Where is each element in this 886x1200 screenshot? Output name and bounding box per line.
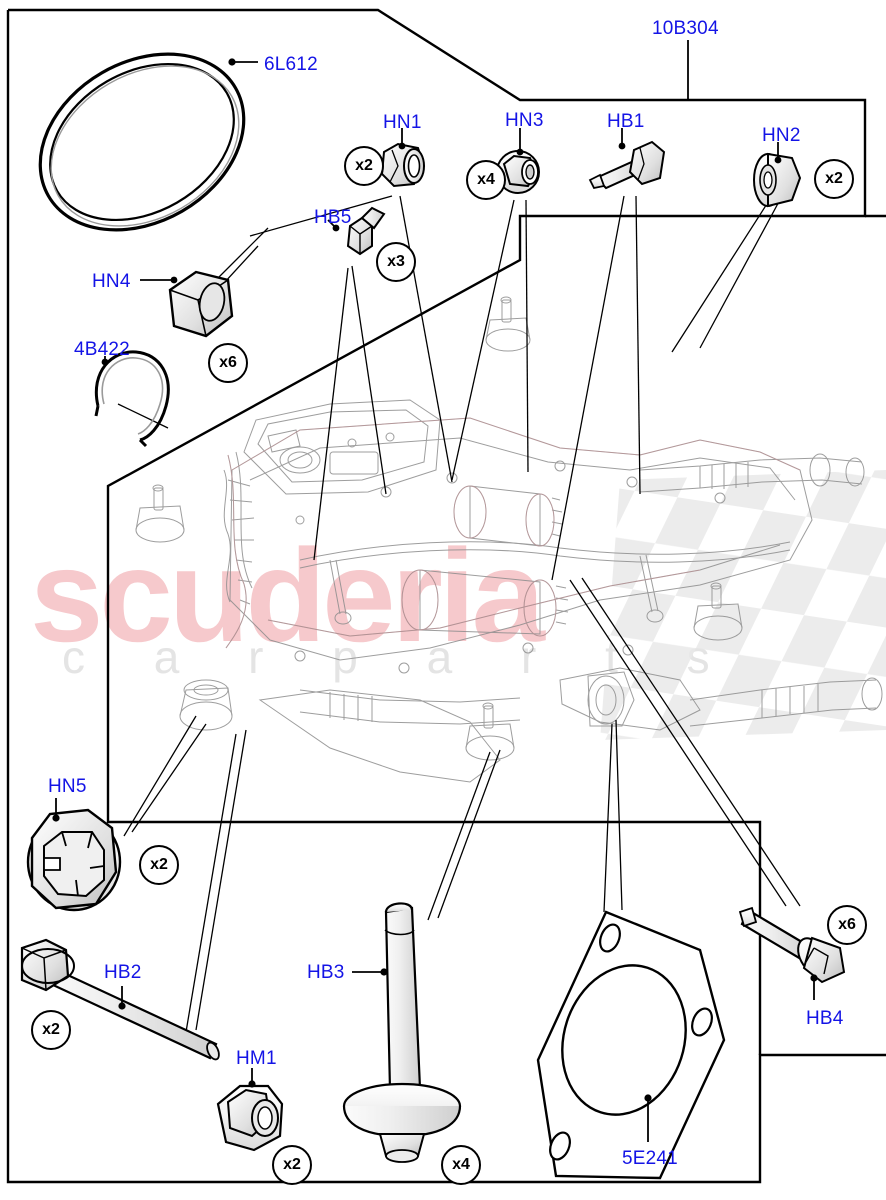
part-5E241-gasket[interactable] — [536, 910, 726, 1180]
qty-badge-HN1[interactable]: x2 — [344, 146, 384, 186]
part-4B422-retaining-clip[interactable] — [94, 350, 170, 448]
callout-frame — [6, 8, 886, 1184]
label-HB1[interactable]: HB1 — [607, 111, 645, 132]
label-4B422[interactable]: 4B422 — [74, 339, 130, 360]
qty-badge-HN3[interactable]: x4 — [466, 160, 506, 200]
qty-badge-HM1[interactable]: x2 — [272, 1145, 312, 1185]
part-HN5-castle-nut[interactable] — [26, 798, 122, 912]
part-6L612-oring[interactable] — [8, 19, 275, 266]
part-HN1-flange-nut[interactable] — [380, 128, 426, 188]
leader-lines — [117, 195, 801, 1033]
label-HN5[interactable]: HN5 — [48, 776, 87, 797]
subframe-assembly-ghost — [135, 296, 883, 783]
part-HN4-hex-nut[interactable] — [140, 270, 234, 338]
part-HB3-shoulder-stud[interactable] — [342, 902, 462, 1163]
part-HB5-hex-flange-bolt[interactable] — [327, 206, 386, 256]
label-6L612[interactable]: 6L612 — [264, 54, 318, 75]
label-HB5[interactable]: HB5 — [314, 207, 352, 228]
part-HN2-collar-nut[interactable] — [753, 142, 802, 208]
label-HN4[interactable]: HN4 — [92, 271, 131, 292]
qty-badge-HN4[interactable]: x6 — [208, 343, 248, 383]
label-HB2[interactable]: HB2 — [104, 962, 142, 983]
label-HN1[interactable]: HN1 — [383, 112, 422, 133]
qty-badge-HN5[interactable]: x2 — [139, 845, 179, 885]
qty-badge-HB4[interactable]: x6 — [827, 905, 867, 945]
watermark-tint — [225, 417, 801, 649]
part-HB2-long-bolt[interactable] — [20, 938, 221, 1061]
qty-badge-HN2[interactable]: x2 — [814, 159, 854, 199]
label-HM1[interactable]: HM1 — [236, 1048, 277, 1069]
qty-badge-HB2[interactable]: x2 — [31, 1010, 71, 1050]
label-5E241[interactable]: 5E241 — [622, 1148, 678, 1169]
part-HB4-flange-bolt-long[interactable] — [738, 906, 846, 1000]
qty-badge-HB5[interactable]: x3 — [376, 242, 416, 282]
part-HN3-flange-nut[interactable] — [496, 128, 540, 194]
part-HB1-flange-bolt[interactable] — [588, 128, 666, 190]
label-HN3[interactable]: HN3 — [505, 110, 544, 131]
part-HM1-flange-nut[interactable] — [216, 1068, 284, 1152]
label-HB3[interactable]: HB3 — [307, 962, 345, 983]
qty-badge-HB3[interactable]: x4 — [441, 1145, 481, 1185]
checkered-flag-watermark — [600, 470, 886, 740]
label-HB4[interactable]: HB4 — [806, 1008, 844, 1029]
label-HN2[interactable]: HN2 — [762, 125, 801, 146]
label-10B304[interactable]: 10B304 — [652, 18, 719, 39]
